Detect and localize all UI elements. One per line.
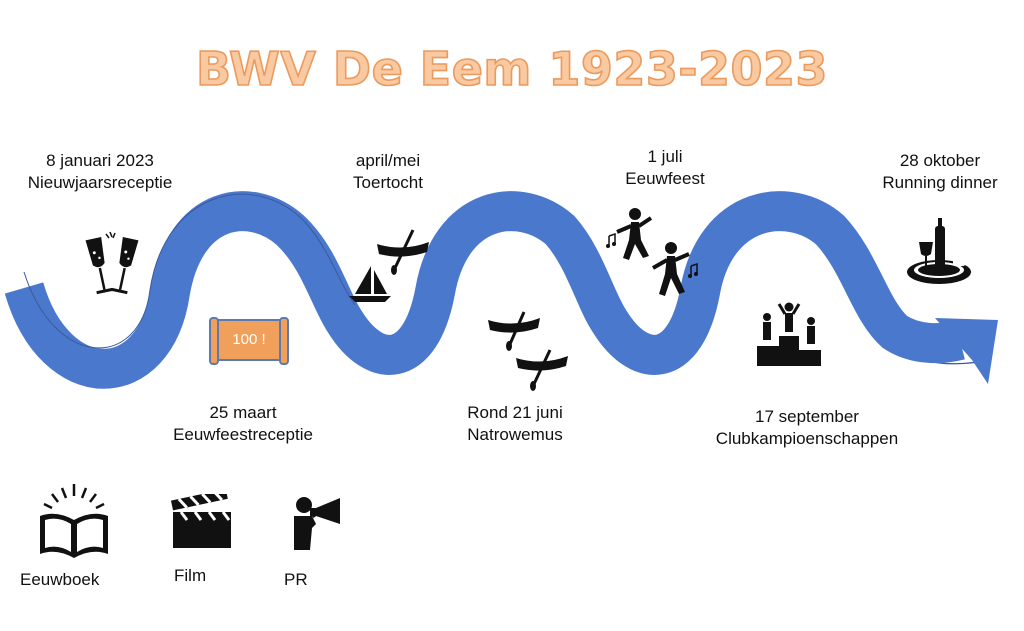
scroll-banner-icon: 100 ! [208,316,290,366]
champagne-glasses-icon [85,231,139,295]
megaphone-person-icon [294,497,340,550]
event-label-eeuwfeest: 1 juli Eeuwfeest [625,147,705,188]
banner-text: 100 ! [232,331,266,348]
page-title: BWV De Eem 1923-2023 [195,41,828,97]
event-label-natrowemus: Rond 21 juni Natrowemus [467,403,563,444]
event-label-clubkampioenschappen: 17 september Clubkampioenschappen [715,407,899,448]
canoes-icon [488,311,568,391]
dinner-plate-wine-icon [907,218,971,284]
clapperboard-icon [171,494,231,548]
podium-icon [757,302,821,366]
event-label-eeuwfeestreceptie: 25 maart Eeuwfeestreceptie [173,403,313,444]
legend-label-eeuwboek: Eeuwboek [20,570,100,589]
open-book-icon [40,484,108,558]
legend-label-film: Film [174,566,207,585]
event-label-toertocht: april/mei Toertocht [353,151,423,192]
canoe-sailboat-icon [349,229,429,302]
legend-label-pr: PR [284,570,308,589]
event-label-running-dinner: 28 oktober Running dinner [882,151,998,192]
dancers-icon [606,208,698,296]
event-label-nieuwjaarsreceptie: 8 januari 2023 Nieuwjaarsreceptie [27,151,173,192]
